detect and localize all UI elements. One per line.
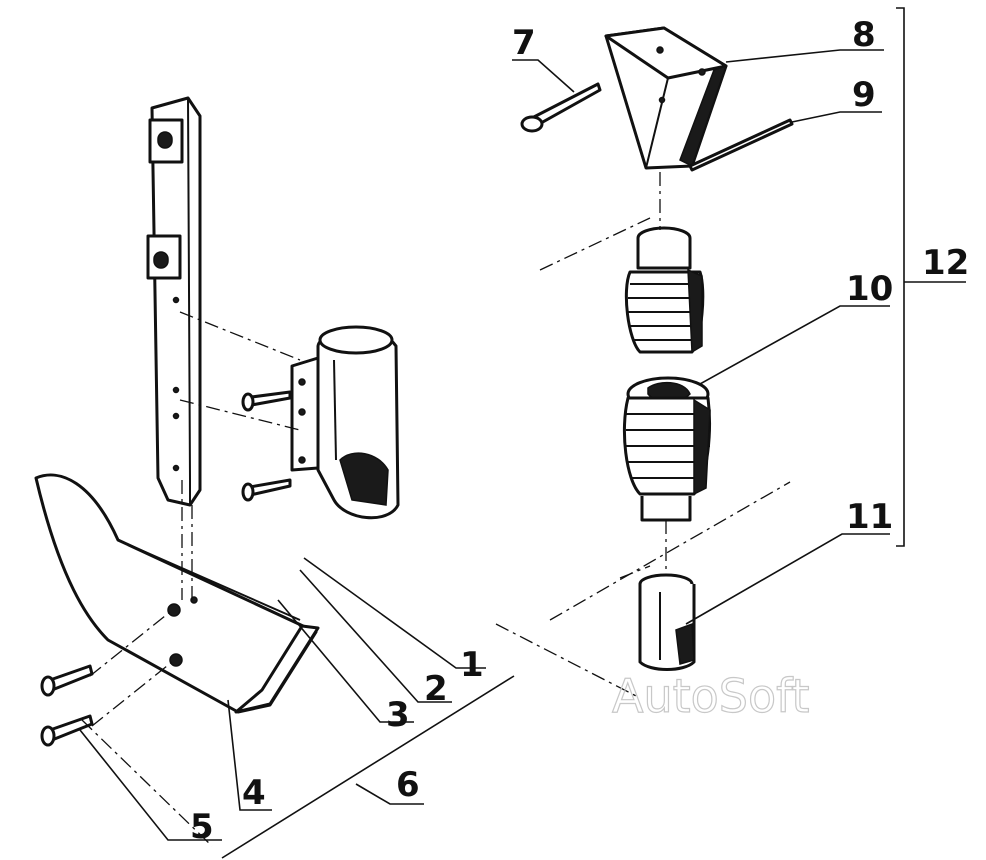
- callout-5: 5: [190, 807, 214, 847]
- shovel-blade: [34, 473, 320, 714]
- blade-bolt-upper: [40, 664, 94, 697]
- seed-hopper-funnel: [604, 26, 728, 170]
- callout-9: 9: [852, 75, 876, 115]
- callout-10: 10: [846, 269, 893, 309]
- callout-8: 8: [852, 15, 876, 55]
- callout-2: 2: [424, 669, 448, 709]
- callout-3: 3: [386, 695, 410, 735]
- callout-4: 4: [242, 773, 266, 813]
- callout-1: 1: [460, 645, 484, 685]
- watermark-text: AutoSoft: [612, 669, 810, 723]
- bracket: [290, 325, 400, 520]
- assembly-lines-left: [81, 311, 301, 847]
- cotter-pin: [520, 82, 602, 133]
- assembly-lines-right: [495, 172, 791, 699]
- leader-lines: [79, 7, 966, 859]
- shank-bar: [146, 96, 202, 507]
- callout-6: 6: [396, 765, 420, 805]
- callout-11: 11: [846, 497, 893, 537]
- bellows-tube-lower: [622, 376, 711, 522]
- rod: [688, 118, 794, 172]
- bellows-tube-upper: [624, 226, 705, 354]
- bolt-lower: [241, 478, 292, 502]
- callout-12: 12: [922, 243, 969, 283]
- callout-7: 7: [512, 23, 536, 63]
- seed-boot: [638, 573, 696, 671]
- bolt-upper: [241, 390, 292, 412]
- blade-bolt-lower: [40, 714, 94, 747]
